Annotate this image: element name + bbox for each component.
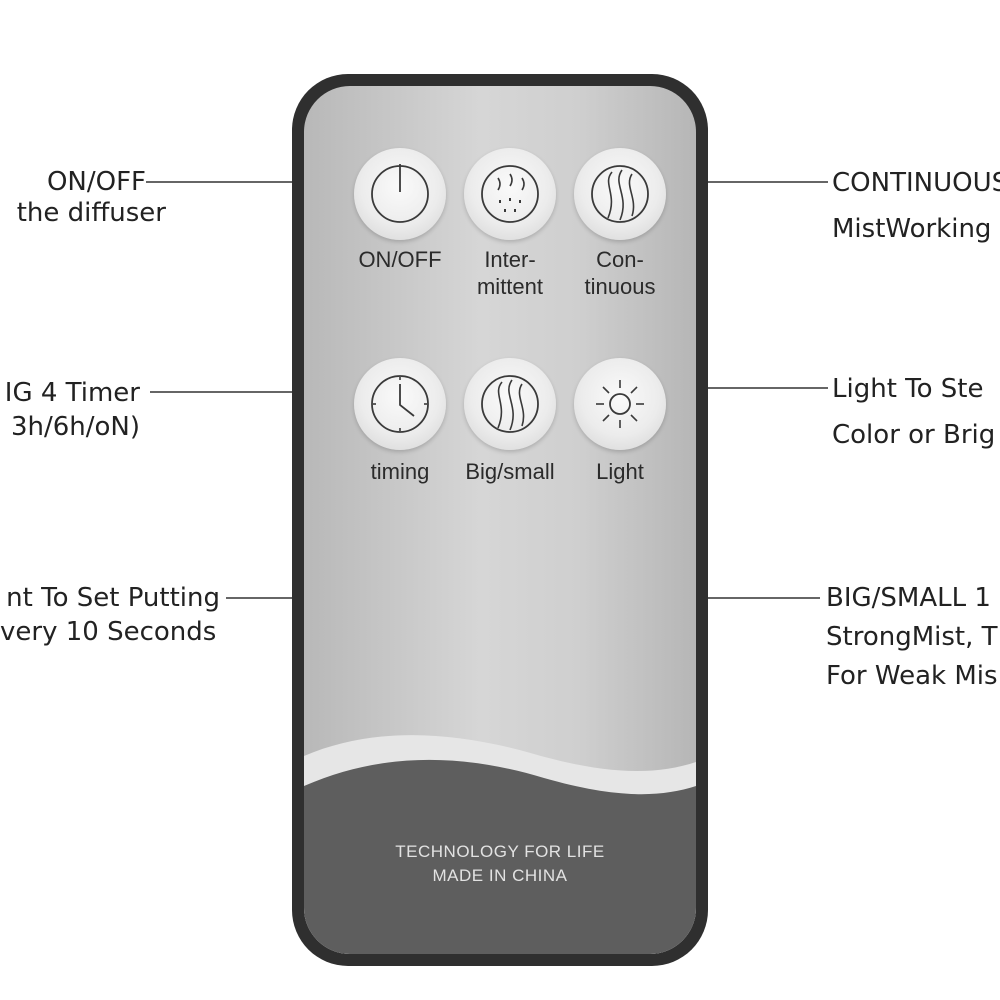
continuous-callout-text: MistWorking — [832, 214, 992, 244]
timer-callout: IG 4 Timer 3h/6h/oN) — [0, 376, 140, 444]
light-callout: Light To Ste Color or Brig — [832, 372, 1000, 452]
on-off-callout-desc: the diffuser — [0, 196, 166, 230]
brand-tagline: TECHNOLOGY FOR LIFE — [395, 842, 605, 861]
on-off-callout: ON/OFF — [47, 165, 146, 199]
brand-origin: MADE IN CHINA — [432, 866, 568, 885]
continuous-callout-title: CONTINUOUS — [832, 168, 1000, 198]
power-icon — [371, 164, 429, 223]
intermittent-label-line1: Inter- — [484, 247, 536, 272]
on-off-button[interactable] — [354, 148, 446, 240]
remote-face: ON/OFF Inter- mittent Con- — [304, 86, 696, 954]
light-button[interactable] — [574, 358, 666, 450]
continuous-button[interactable] — [574, 148, 666, 240]
big-small-callout-text-1: StrongMist, T — [826, 622, 998, 652]
continuous-label-line2: tinuous — [584, 274, 656, 299]
intermittent-button[interactable] — [464, 148, 556, 240]
big-small-label: Big/small — [465, 459, 555, 484]
continuous-callout: CONTINUOUS MistWorking — [832, 166, 1000, 246]
continuous-label-line1: Con- — [596, 247, 644, 272]
timing-button[interactable] — [354, 358, 446, 450]
intermittent-callout-text: very 10 Seconds — [0, 617, 217, 647]
on-off-callout-text: the diffuser — [16, 198, 166, 228]
on-off-callout-title: ON/OFF — [46, 167, 146, 197]
big-small-button[interactable] — [464, 358, 556, 450]
remote-control: ON/OFF Inter- mittent Con- — [292, 74, 708, 966]
light-callout-title: Light To Ste — [832, 374, 984, 404]
sun-icon — [596, 380, 644, 428]
intermittent-label: Inter- mittent — [450, 246, 570, 300]
big-small-callout-title: BIG/SMALL 1 — [826, 583, 991, 613]
intermittent-mist-icon — [481, 165, 539, 223]
clock-icon — [371, 375, 429, 433]
timer-callout-text: 3h/6h/oN) — [10, 412, 140, 442]
remote-bottom-wave — [304, 735, 696, 954]
continuous-mist-icon — [591, 165, 649, 223]
timing-label: timing — [370, 459, 430, 484]
timer-callout-title: IG 4 Timer — [4, 378, 140, 408]
mist-level-icon — [481, 375, 539, 433]
big-small-callout-text-2: For Weak Mis — [826, 661, 998, 691]
on-off-label: ON/OFF — [358, 247, 442, 272]
light-label: Light — [596, 459, 644, 484]
big-small-callout: BIG/SMALL 1 StrongMist, T For Weak Mis — [826, 581, 1000, 693]
continuous-label: Con- tinuous — [560, 246, 680, 300]
intermittent-callout: nt To Set Putting very 10 Seconds — [0, 581, 220, 649]
intermittent-label-line2: mittent — [476, 274, 544, 299]
intermittent-callout-title: nt To Set Putting — [6, 583, 220, 613]
light-callout-text: Color or Brig — [832, 420, 996, 450]
